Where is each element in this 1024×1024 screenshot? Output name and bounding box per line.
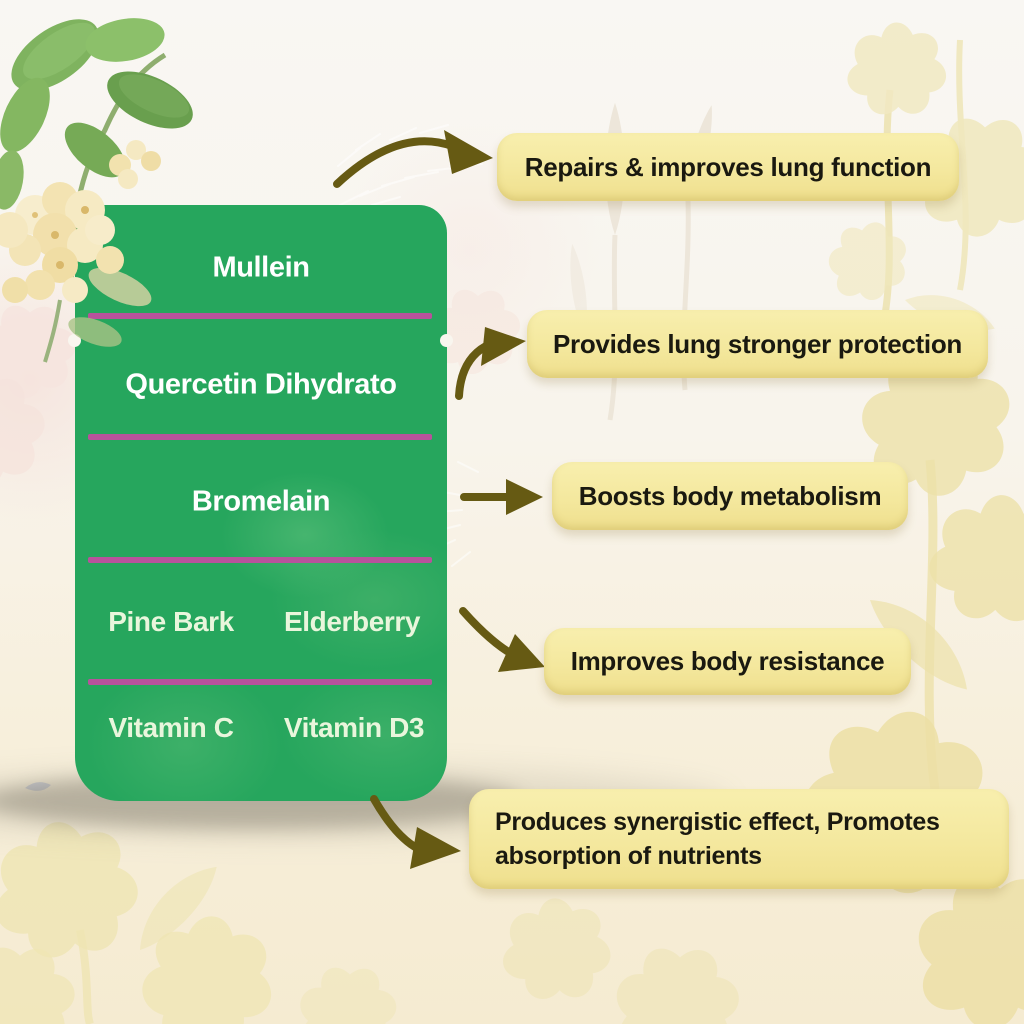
ingredient-mullein: Mullein bbox=[212, 251, 310, 284]
ingredient-vitamin-c: Vitamin C bbox=[108, 712, 234, 743]
blue-squiggle bbox=[25, 782, 51, 791]
ingredient-quercetin: Quercetin Dihydrato bbox=[125, 368, 397, 401]
benefit-lung-protection: Provides lung stronger protection bbox=[527, 310, 988, 378]
divider-line bbox=[88, 313, 432, 319]
ingredient-panel: Mullein Quercetin Dihydrato Bromelain Pi… bbox=[75, 205, 447, 801]
arrow-to-benefit-1 bbox=[333, 130, 493, 188]
benefit-synergy: Produces synergistic effect, Promotes ab… bbox=[469, 789, 1009, 889]
benefit-lung-function: Repairs & improves lung function bbox=[497, 133, 959, 201]
panel-edge-notch-right bbox=[440, 334, 453, 347]
benefit-resistance: Improves body resistance bbox=[544, 628, 911, 695]
flower-buds bbox=[109, 140, 161, 189]
divider-line bbox=[88, 557, 432, 563]
arrow-to-benefit-5 bbox=[370, 795, 461, 869]
arrow-to-benefit-4 bbox=[459, 607, 545, 672]
panel-edge-notch-left bbox=[68, 334, 81, 347]
ingredient-vitamin-d3: Vitamin D3 bbox=[283, 712, 425, 743]
arrow-to-benefit-3 bbox=[460, 479, 543, 515]
divider-line bbox=[88, 434, 432, 440]
arrow-to-benefit-2 bbox=[455, 327, 526, 400]
ingredient-bromelain: Bromelain bbox=[191, 485, 331, 518]
ingredient-elderberry: Elderberry bbox=[283, 606, 421, 637]
divider-line bbox=[88, 679, 432, 685]
ingredient-pine-bark: Pine Bark bbox=[108, 606, 234, 637]
benefit-metabolism: Boosts body metabolism bbox=[552, 462, 908, 530]
